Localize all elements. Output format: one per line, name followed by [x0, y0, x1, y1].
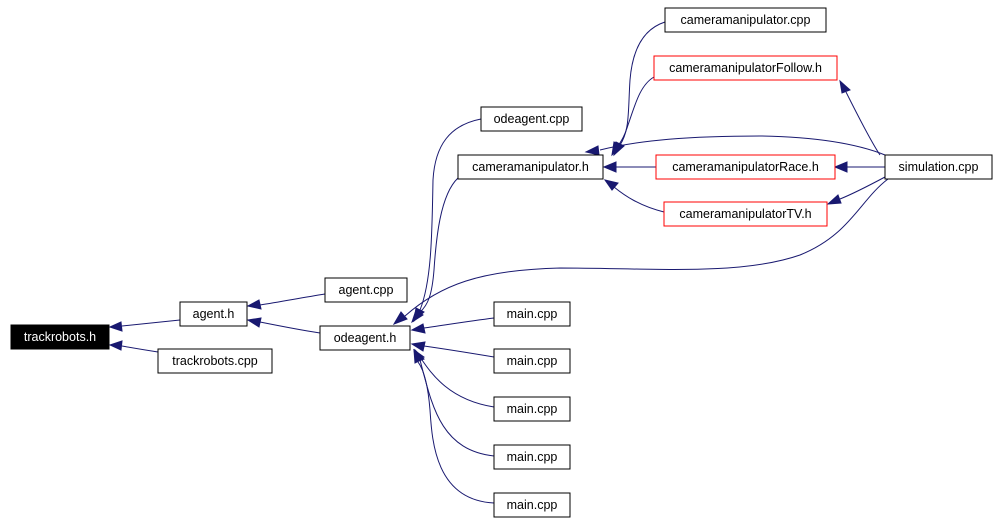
node-label: cameramanipulator.h — [472, 160, 589, 174]
node-label: main.cpp — [507, 307, 558, 321]
edge-main-cpp-2-to-odeagent-h — [410, 341, 495, 358]
edge-simulation-cpp-to-cameramanipulatortv-h — [826, 176, 886, 205]
node-label: cameramanipulatorFollow.h — [669, 61, 822, 75]
node-trackrobots-h[interactable]: trackrobots.h — [10, 324, 110, 350]
node-label: main.cpp — [507, 498, 558, 512]
edge-odeagent-cpp-to-odeagent-h — [413, 118, 482, 323]
node-agent-h[interactable]: agent.h — [179, 301, 248, 327]
node-label: trackrobots.cpp — [172, 354, 258, 368]
node-main-cpp-2[interactable]: main.cpp — [493, 348, 571, 374]
node-label: agent.h — [193, 307, 235, 321]
edge-cameramanipulatorfollow-h-to-cameramanipulator-h — [611, 76, 655, 157]
edge-simulation-cpp-to-cameramanipulator-h — [584, 135, 886, 156]
node-cameramanipulator-h[interactable]: cameramanipulator.h — [457, 154, 604, 180]
node-main-cpp-1[interactable]: main.cpp — [493, 301, 571, 327]
edge-simulation-cpp-to-odeagent-h — [392, 178, 889, 325]
node-cameramanipulatortv-h[interactable]: cameramanipulatorTV.h — [663, 201, 828, 227]
node-label: trackrobots.h — [24, 330, 96, 344]
edge-cameramanipulatortv-h-to-cameramanipulator-h — [603, 179, 665, 213]
node-cameramanipulatorfollow-h[interactable]: cameramanipulatorFollow.h — [653, 55, 838, 81]
node-simulation-cpp[interactable]: simulation.cpp — [884, 154, 993, 180]
edge-simulation-cpp-to-cameramanipulatorrace-h — [833, 161, 885, 173]
node-label: cameramanipulator.cpp — [681, 13, 811, 27]
node-main-cpp-4[interactable]: main.cpp — [493, 444, 571, 470]
node-label: cameramanipulatorRace.h — [672, 160, 819, 174]
graph-nodes: trackrobots.h agent.h trackrobots.cpp ag… — [10, 7, 993, 518]
node-trackrobots-cpp[interactable]: trackrobots.cpp — [157, 348, 273, 374]
edge-main-cpp-5-to-odeagent-h — [413, 348, 495, 504]
edge-cameramanipulator-h-to-odeagent-h — [411, 177, 459, 324]
node-label: agent.cpp — [339, 283, 394, 297]
node-label: simulation.cpp — [899, 160, 979, 174]
edge-cameramanipulatorrace-h-to-cameramanipulator-h — [602, 161, 656, 173]
node-label: main.cpp — [507, 450, 558, 464]
node-label: main.cpp — [507, 354, 558, 368]
edge-cameramanipulator-cpp-to-cameramanipulator-h — [613, 21, 666, 157]
edge-odeagent-h-to-agent-h — [246, 317, 321, 334]
edge-agent-h-to-trackrobots-h — [108, 319, 181, 332]
node-cameramanipulator-cpp[interactable]: cameramanipulator.cpp — [664, 7, 827, 33]
edge-main-cpp-1-to-odeagent-h — [410, 317, 495, 334]
edge-main-cpp-3-to-odeagent-h — [413, 348, 495, 408]
node-label: main.cpp — [507, 402, 558, 416]
node-label: odeagent.h — [334, 331, 397, 345]
node-main-cpp-5[interactable]: main.cpp — [493, 492, 571, 518]
edge-simulation-cpp-to-cameramanipulatorfollow-h — [839, 79, 881, 156]
node-cameramanipulatorrace-h[interactable]: cameramanipulatorRace.h — [655, 154, 836, 180]
node-odeagent-cpp[interactable]: odeagent.cpp — [480, 106, 583, 132]
node-odeagent-h[interactable]: odeagent.h — [319, 325, 411, 351]
node-agent-cpp[interactable]: agent.cpp — [324, 277, 408, 303]
node-label: cameramanipulatorTV.h — [679, 207, 811, 221]
edge-agent-cpp-to-agent-h — [246, 293, 326, 310]
graph-edges — [108, 21, 889, 504]
node-main-cpp-3[interactable]: main.cpp — [493, 396, 571, 422]
edge-trackrobots-cpp-to-trackrobots-h — [108, 340, 159, 353]
node-label: odeagent.cpp — [494, 112, 570, 126]
